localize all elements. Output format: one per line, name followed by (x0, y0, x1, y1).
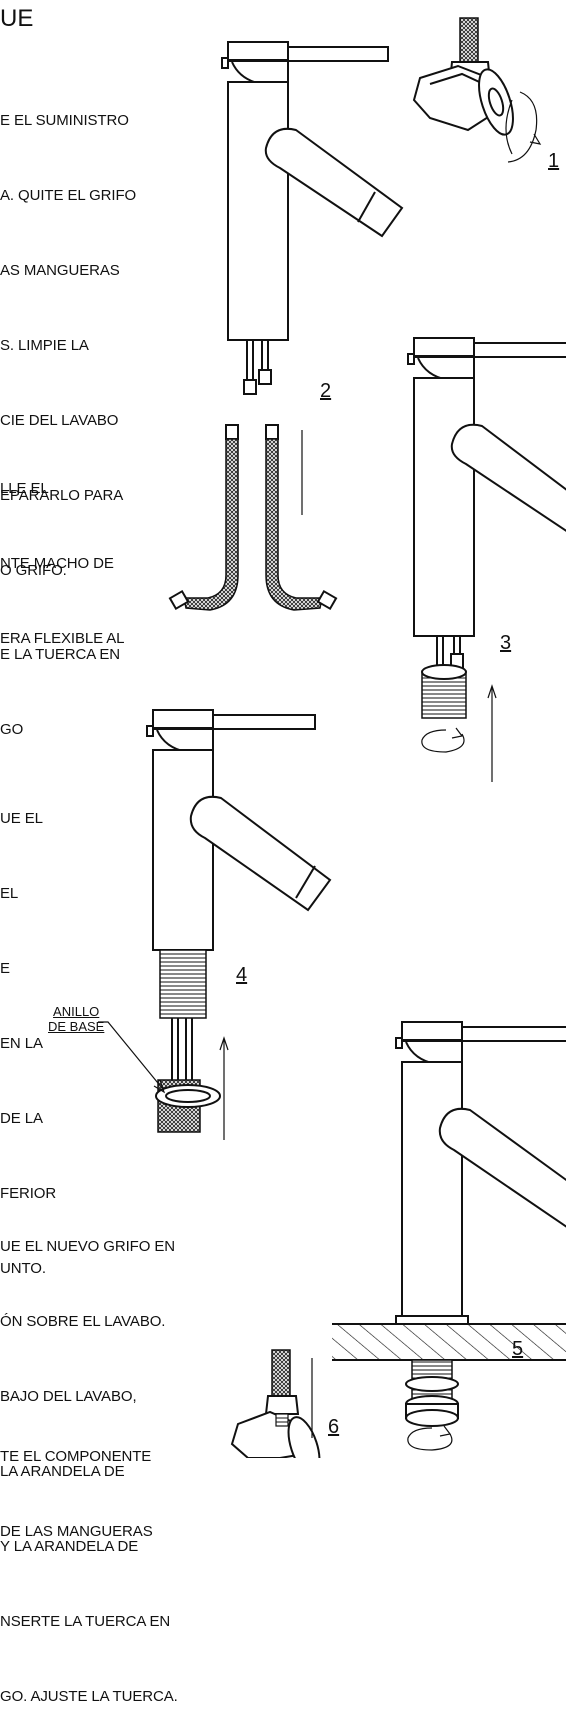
instruction-step-1: E EL SUMINISTRO A. QUITE EL GRIFO AS MAN… (0, 112, 137, 579)
instruction-step-6: TE EL COMPONENTE DE LAS MANGUERAS (0, 1448, 153, 1540)
flexible-hoses-step-2-drawing (168, 424, 338, 611)
faucet-step-2-drawing (221, 41, 404, 395)
step-number-6: 6 (328, 1416, 340, 1438)
step-number-1: 1 (548, 150, 560, 172)
step-number-3: 3 (500, 632, 512, 654)
faucet-step-4-drawing (98, 709, 332, 1140)
shutoff-valve-step-6-drawing (230, 1349, 321, 1458)
step-number-2: 2 (320, 380, 332, 402)
faucet-step-5-drawing (332, 1021, 566, 1451)
shutoff-valve-step-1-drawing (412, 17, 542, 163)
instruction-step-2: LLE EL NTE MACHO DE ERA FLEXIBLE AL (0, 480, 125, 647)
step-number-4: 4 (236, 964, 248, 986)
page-title: UE (0, 5, 34, 32)
step-number-5: 5 (512, 1338, 524, 1360)
faucet-step-3-drawing (407, 337, 566, 782)
installation-illustrations (98, 17, 566, 1458)
base-ring-callout: ANILLO DE BASE (48, 1004, 105, 1034)
instruction-step-3: E LA TUERCA EN GO (0, 646, 121, 738)
instruction-step-4: UE EL EL E EN LA DE LA FERIOR UNTO. (0, 810, 57, 1277)
